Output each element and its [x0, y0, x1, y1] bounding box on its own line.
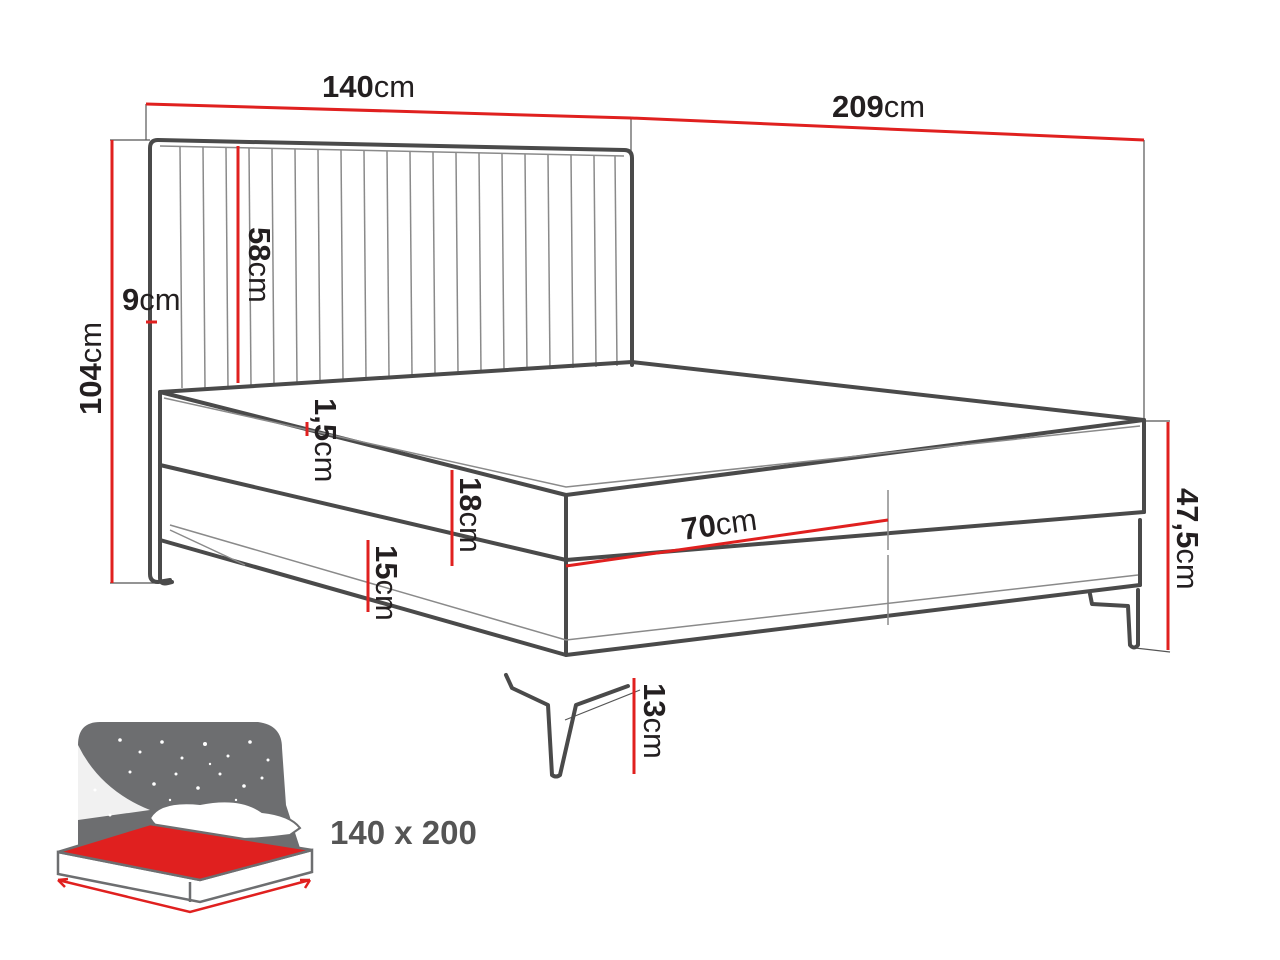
bed-legs: [158, 529, 1140, 779]
dim-line-70: [565, 518, 889, 568]
label-headboard-width: 140cm: [322, 69, 415, 104]
label-total-height: 104cm: [73, 322, 108, 415]
bed-base: [158, 463, 1142, 657]
dim-line-209: [630, 116, 1145, 142]
label-mattress-height: 18cm: [453, 477, 488, 553]
star-icons: [93, 738, 270, 817]
dimension-lines: [110, 102, 1170, 774]
sleeping-area-size: 140 x 200: [330, 814, 477, 851]
dimension-labels: 140cm 209cm 104cm 9cm 58cm 1,5cm 18cm 15…: [73, 69, 1205, 759]
label-bed-length: 209cm: [832, 89, 925, 124]
headboard-channels: [179, 146, 618, 389]
mattress-sides: [158, 390, 1146, 562]
label-leg-height: 13cm: [637, 683, 672, 759]
headboard: [148, 138, 634, 584]
label-topper-height: 1,5cm: [308, 398, 343, 482]
label-bed-height: 47,5cm: [1170, 488, 1205, 590]
dim-line-140: [145, 102, 632, 120]
label-headboard-panel-height: 58cm: [242, 227, 277, 303]
label-headboard-thickness: 9cm: [122, 282, 181, 317]
extension-lines: [110, 104, 1171, 721]
bed-with-stars-icon: [56, 722, 314, 914]
label-base-height: 15cm: [369, 545, 404, 621]
label-half-width: 70cm: [679, 502, 759, 547]
